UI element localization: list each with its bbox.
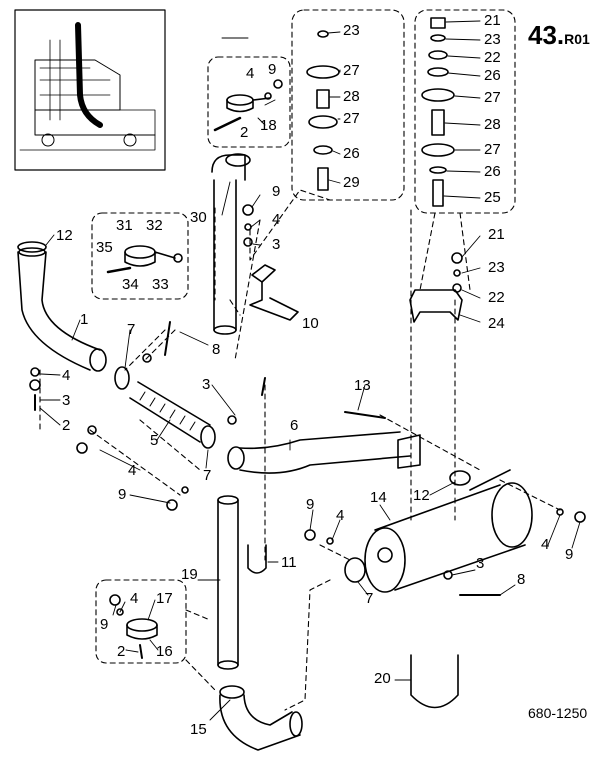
exhaust-pipe-6 <box>227 431 421 474</box>
truck-location-inset <box>14 9 166 171</box>
callout-9: 9 <box>306 496 315 513</box>
callout-4: 4 <box>336 507 345 524</box>
callout-2: 2 <box>240 124 249 141</box>
callout-19: 19 <box>181 566 198 583</box>
bracket-10 <box>249 264 299 321</box>
callout-9: 9 <box>268 61 277 78</box>
section-number: 43.R01 <box>528 20 590 51</box>
callout-26: 26 <box>343 145 360 162</box>
callout-4: 4 <box>62 367 71 384</box>
callout-20: 20 <box>374 670 391 687</box>
dashed-groups <box>39 9 561 711</box>
flex-pipe-5 <box>114 366 216 449</box>
clamp-31 <box>106 245 176 274</box>
callout-21: 21 <box>484 12 501 29</box>
mount-stack-right <box>421 17 455 207</box>
callout-5: 5 <box>150 432 159 449</box>
callout-3: 3 <box>202 376 211 393</box>
callout-31: 31 <box>116 217 133 234</box>
callout-9: 9 <box>118 486 127 503</box>
callout-29: 29 <box>343 174 360 191</box>
callout-7: 7 <box>203 467 212 484</box>
callout-13: 13 <box>354 377 371 394</box>
callout-27: 27 <box>343 110 360 127</box>
clamp-18 <box>213 94 271 132</box>
exhaust-pipe-1 <box>17 241 107 372</box>
callout-28: 28 <box>343 88 360 105</box>
callout-24: 24 <box>488 315 505 332</box>
elbow-pipe-15 <box>219 685 303 751</box>
callout-14: 14 <box>370 489 387 506</box>
callout-7: 7 <box>365 590 374 607</box>
callout-17: 17 <box>156 590 173 607</box>
callout-4: 4 <box>272 211 281 228</box>
callout-33: 33 <box>152 276 169 293</box>
nuts-and-washers <box>29 79 586 616</box>
callout-2: 2 <box>117 643 126 660</box>
callout-27: 27 <box>343 62 360 79</box>
u-bolt-11 <box>247 544 267 574</box>
callout-23: 23 <box>488 259 505 276</box>
clamp-24 <box>409 289 463 323</box>
callout-23: 23 <box>484 31 501 48</box>
callout-23: 23 <box>343 22 360 39</box>
callout-15: 15 <box>190 721 207 738</box>
callout-22: 22 <box>484 49 501 66</box>
u-bolt-20 <box>410 654 459 709</box>
clamp-7-lower <box>344 557 366 583</box>
callout-26: 26 <box>484 163 501 180</box>
muffler-14 <box>364 469 533 593</box>
callout-8: 8 <box>212 341 221 358</box>
callout-25: 25 <box>484 189 501 206</box>
clamp-16 <box>126 618 158 640</box>
callout-2: 2 <box>62 417 71 434</box>
callout-8: 8 <box>517 571 526 588</box>
callout-28: 28 <box>484 116 501 133</box>
callout-21: 21 <box>488 226 505 243</box>
callout-6: 6 <box>290 417 299 434</box>
callout-9: 9 <box>272 183 281 200</box>
ring-12 <box>449 470 471 486</box>
callout-27: 27 <box>484 141 501 158</box>
mount-stack-middle <box>306 30 340 191</box>
vertical-pipe-19 <box>217 495 239 670</box>
callout-12: 12 <box>413 487 430 504</box>
callout-4: 4 <box>130 590 139 607</box>
callout-9: 9 <box>565 546 574 563</box>
callout-10: 10 <box>302 315 319 332</box>
callout-4: 4 <box>541 536 550 553</box>
callout-12: 12 <box>56 227 73 244</box>
section-number-suffix: R01 <box>564 31 590 47</box>
callout-30: 30 <box>190 209 207 226</box>
section-number-main: 43. <box>528 20 565 50</box>
callout-9: 9 <box>100 616 109 633</box>
callout-26: 26 <box>484 67 501 84</box>
callout-22: 22 <box>488 289 505 306</box>
callout-32: 32 <box>146 217 163 234</box>
callout-4: 4 <box>128 462 137 479</box>
bolts <box>34 321 501 659</box>
callout-7: 7 <box>127 321 136 338</box>
callout-34: 34 <box>122 276 139 293</box>
leader-lines <box>39 20 581 721</box>
vertical-pipe-30 <box>211 153 251 335</box>
drawing-number: 680-1250 <box>528 705 588 721</box>
callout-1: 1 <box>80 311 89 328</box>
callout-18: 18 <box>260 117 277 134</box>
callout-35: 35 <box>96 239 113 256</box>
callout-3: 3 <box>476 555 485 572</box>
callout-27: 27 <box>484 89 501 106</box>
callout-11: 11 <box>281 554 297 571</box>
callout-16: 16 <box>156 643 173 660</box>
callout-4: 4 <box>246 65 255 82</box>
callout-3: 3 <box>272 236 281 253</box>
callout-3: 3 <box>62 392 71 409</box>
